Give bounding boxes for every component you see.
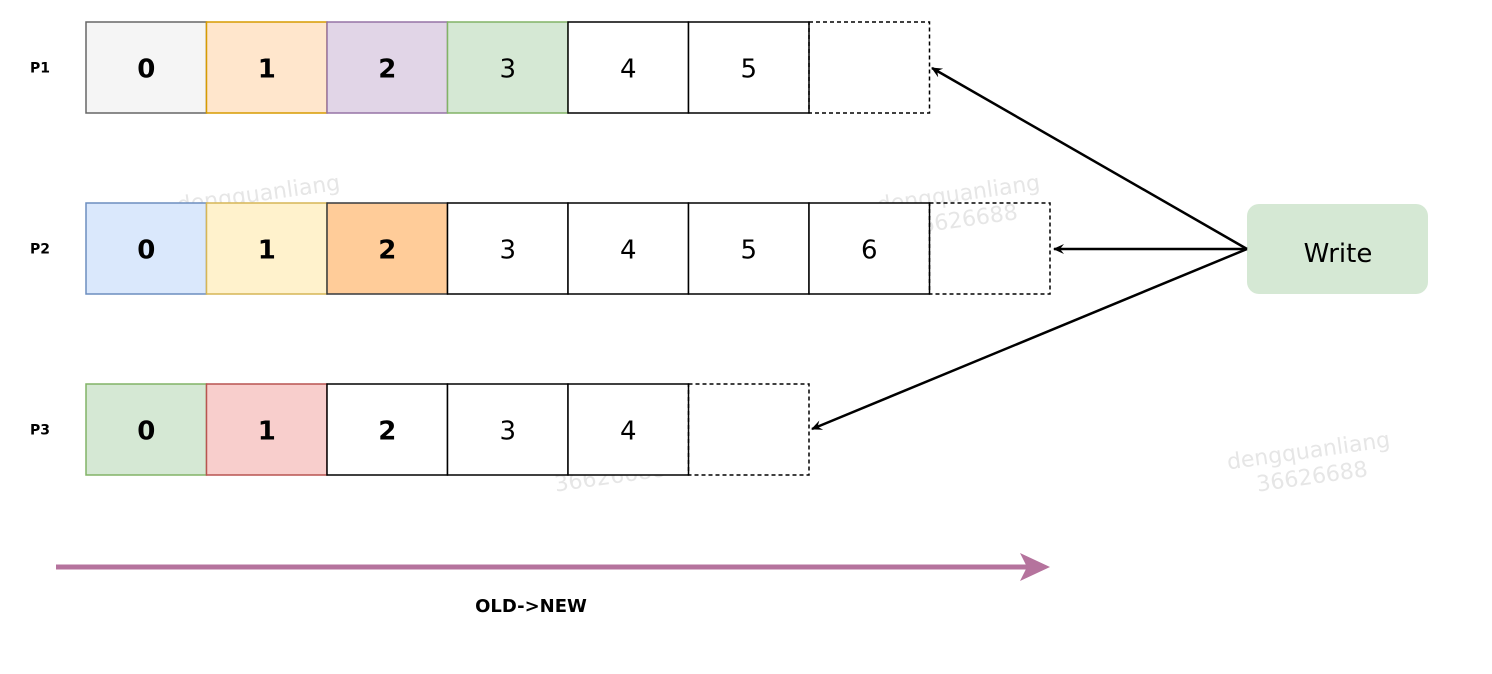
message-offset: 0 xyxy=(137,55,155,85)
partition-label: P2 xyxy=(30,242,50,258)
message-cell xyxy=(205,383,328,476)
message-offset: 6 xyxy=(861,236,878,266)
partition-label: P3 xyxy=(30,423,50,439)
time-axis: OLD->NEW xyxy=(56,553,1050,617)
message-offset: 0 xyxy=(137,236,155,266)
message-offset: 2 xyxy=(378,417,396,447)
message-cell xyxy=(85,21,208,114)
message-cell xyxy=(446,202,569,295)
message-cell xyxy=(687,21,810,114)
message-cell xyxy=(85,383,208,476)
message-offset: 4 xyxy=(620,236,637,266)
partition-row-1: P1 0 1 2 3 4 5 xyxy=(30,21,931,114)
message-offset: 4 xyxy=(620,55,637,85)
write-node: Write xyxy=(1247,204,1428,294)
message-offset: 1 xyxy=(258,236,276,266)
message-cell xyxy=(205,21,328,114)
message-offset: 1 xyxy=(258,55,276,85)
next-write-slot xyxy=(808,21,931,114)
message-cell xyxy=(205,202,328,295)
message-offset: 2 xyxy=(378,236,396,266)
watermark: dengquanliang 36626688 xyxy=(1225,428,1391,498)
arrow-to-p3 xyxy=(811,247,1248,431)
write-node-label: Write xyxy=(1304,239,1373,269)
message-cell xyxy=(687,202,810,295)
message-cell xyxy=(326,202,449,295)
message-cell xyxy=(808,202,931,295)
message-offset: 4 xyxy=(620,417,637,447)
message-offset: 3 xyxy=(499,55,516,85)
message-cell xyxy=(567,383,690,476)
message-offset: 3 xyxy=(499,236,516,266)
message-offset: 1 xyxy=(258,417,276,447)
message-cell xyxy=(326,383,449,476)
next-write-slot xyxy=(687,383,810,476)
message-offset: 0 xyxy=(137,417,155,447)
message-offset: 3 xyxy=(499,417,516,447)
partition-row-3: P3 0 1 2 3 4 xyxy=(30,383,810,476)
message-offset: 5 xyxy=(740,55,757,85)
write-node-box xyxy=(1247,204,1428,294)
partition-row-2: P2 0 1 2 3 4 5 6 xyxy=(30,202,1051,295)
arrow-to-p1 xyxy=(931,66,1248,251)
time-axis-arrowhead xyxy=(1020,553,1050,581)
message-cell xyxy=(446,21,569,114)
message-cell xyxy=(567,202,690,295)
message-offset: 2 xyxy=(378,55,396,85)
message-offset: 5 xyxy=(740,236,757,266)
message-cell xyxy=(326,21,449,114)
message-cell xyxy=(85,202,208,295)
message-cell xyxy=(446,383,569,476)
partition-label: P1 xyxy=(30,61,50,77)
time-axis-label: OLD->NEW xyxy=(475,596,587,617)
write-arrows xyxy=(811,66,1248,431)
